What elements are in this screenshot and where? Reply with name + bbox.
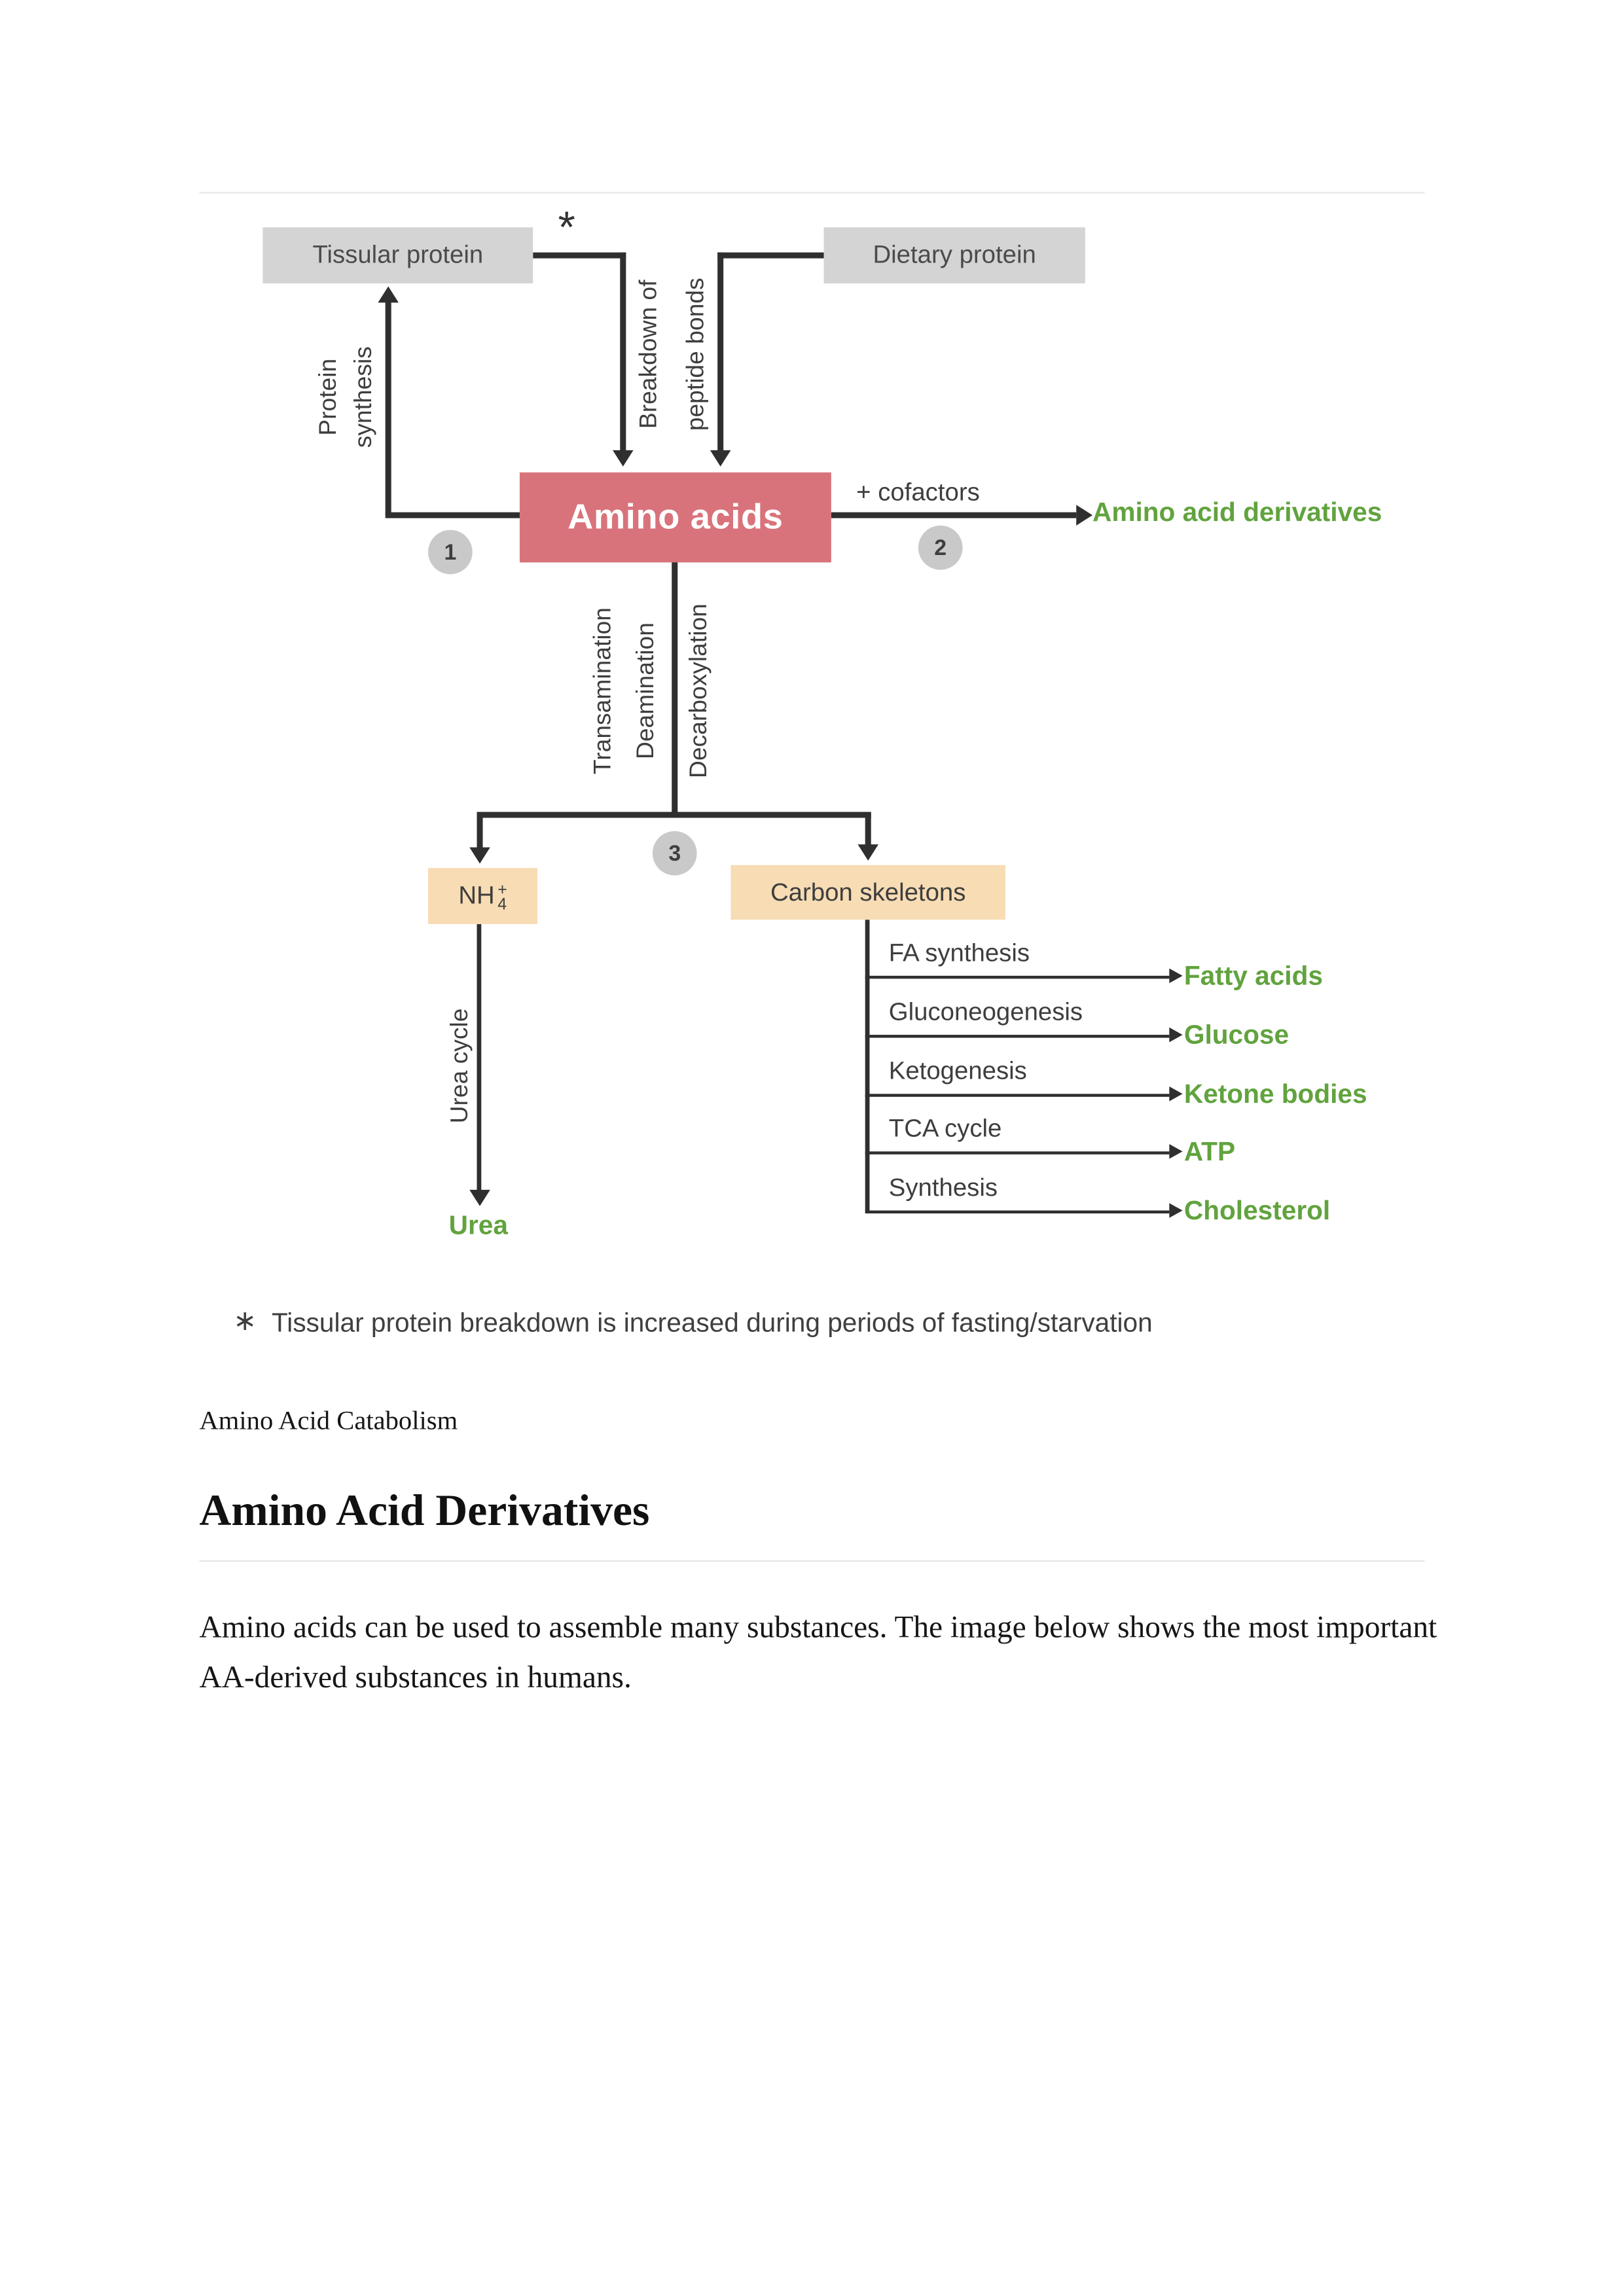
amino-acids-label: Amino acids <box>568 496 784 537</box>
line-segment <box>477 812 483 851</box>
dietary-protein-label: Dietary protein <box>873 240 1036 269</box>
line-segment <box>717 252 724 454</box>
line-segment <box>865 1210 1170 1213</box>
nh4-charge-subscript: +4 <box>497 881 507 914</box>
branch-process-label: Synthesis <box>888 1174 998 1202</box>
nh4-label: NH <box>458 881 495 910</box>
arrowhead <box>1076 505 1093 526</box>
carbon-branches-trunk-line <box>865 920 870 1212</box>
urea-cycle-label: Urea cycle <box>446 1008 473 1124</box>
body-paragraph: Amino acids can be used to assemble many… <box>199 1609 1437 1695</box>
line-segment <box>717 252 824 259</box>
protein-synthesis-label-line2: synthesis <box>350 346 378 448</box>
line-segment <box>865 1151 1170 1155</box>
top-divider <box>199 192 1425 194</box>
section-heading: Amino Acid Derivatives <box>199 1486 650 1535</box>
carbon-skeletons-label: Carbon skeletons <box>770 877 966 906</box>
line-segment <box>620 252 626 454</box>
arrowhead <box>378 286 399 303</box>
dietary-protein-box: Dietary protein <box>823 227 1085 284</box>
arrowhead <box>613 450 634 467</box>
line-segment <box>865 975 1170 979</box>
tissular-protein-box: Tissular protein <box>262 227 533 284</box>
arrowhead <box>1169 968 1183 984</box>
line-segment <box>477 924 482 1193</box>
line-segment <box>385 301 391 516</box>
arrowhead <box>469 847 490 864</box>
branch-process-label: Ketogenesis <box>888 1056 1027 1085</box>
breakdown-peptide-bonds-label-line2: peptide bonds <box>683 278 710 431</box>
line-segment <box>865 812 871 848</box>
protein-synthesis-label-line1: Protein <box>315 358 342 436</box>
nh4-subscript: 4 <box>497 896 507 914</box>
step-2-badge: 2 <box>918 525 963 570</box>
heading-divider <box>199 1560 1425 1562</box>
step-3-badge: 3 <box>652 831 697 876</box>
asterisk-marker: * <box>558 204 575 253</box>
branch-product-label: Glucose <box>1183 1020 1290 1050</box>
branch-product-label: ATP <box>1183 1136 1236 1166</box>
cofactors-label: + cofactors <box>856 478 980 507</box>
figure-caption: Amino Acid Catabolism <box>199 1405 458 1435</box>
arrowhead <box>469 1189 490 1206</box>
arrowhead <box>1169 1203 1183 1218</box>
catabolism-trunk-line <box>672 558 678 816</box>
line-segment <box>865 1094 1170 1097</box>
branch-product-label: Fatty acids <box>1183 961 1323 991</box>
line-segment <box>533 252 626 259</box>
line-segment <box>477 812 871 818</box>
tissular-protein-label: Tissular protein <box>312 240 484 269</box>
decarboxylation-label: Decarboxylation <box>685 603 713 778</box>
arrowhead <box>710 450 731 467</box>
branch-product-label: Ketone bodies <box>1183 1079 1367 1109</box>
arrowhead <box>1169 1027 1183 1043</box>
branch-process-label: FA synthesis <box>888 939 1030 967</box>
branch-process-label: Gluconeogenesis <box>888 997 1083 1026</box>
branch-product-label: Cholesterol <box>1183 1195 1331 1226</box>
breakdown-peptide-bonds-label-line1: Breakdown of <box>635 279 662 429</box>
arrowhead <box>857 844 878 861</box>
branch-process-label: TCA cycle <box>888 1114 1002 1143</box>
footnote-marker: ∗ <box>233 1306 257 1338</box>
nh4-box: NH+4 <box>428 868 537 924</box>
line-segment <box>865 1035 1170 1038</box>
urea-label: Urea <box>448 1210 508 1240</box>
amino-acid-derivatives-label: Amino acid derivatives <box>1092 497 1382 528</box>
footnote-text: Tissular protein breakdown is increased … <box>272 1308 1153 1338</box>
step-1-badge: 1 <box>428 529 473 575</box>
amino-acids-box: Amino acids <box>519 472 831 563</box>
transamination-label: Transamination <box>590 607 617 775</box>
nh4-superscript: + <box>497 881 507 899</box>
deamination-label: Deamination <box>632 622 660 760</box>
arrowhead <box>1169 1086 1183 1102</box>
line-segment <box>385 512 523 518</box>
carbon-skeletons-box: Carbon skeletons <box>731 865 1005 920</box>
arrowhead <box>1169 1143 1183 1159</box>
line-segment <box>831 512 1077 518</box>
